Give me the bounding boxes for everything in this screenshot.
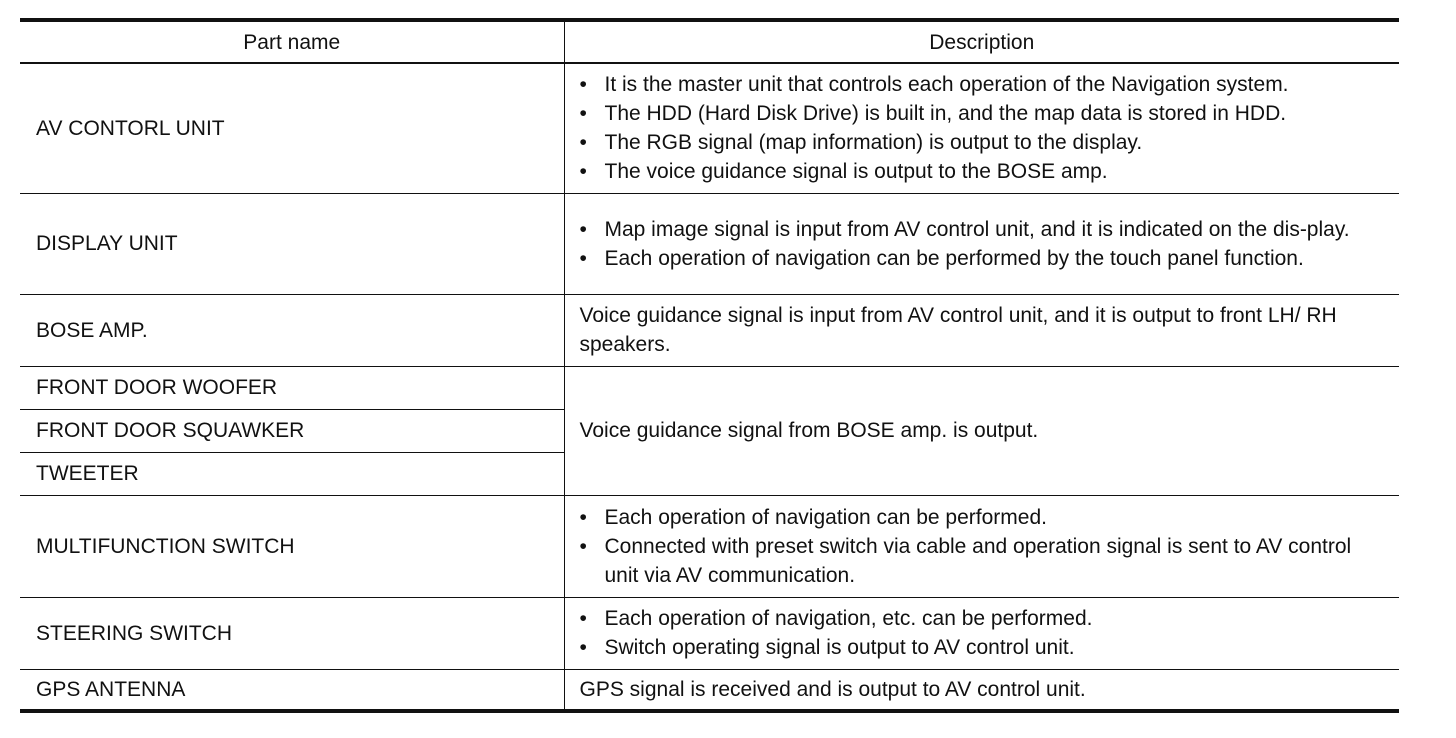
table-row: TWEETER (20, 451, 1399, 495)
bullet-icon: • (579, 246, 587, 270)
list-item: • Switch operating signal is output to AV… (580, 633, 1386, 662)
table-row: AV CONTORL UNIT • It is the master unit t… (20, 63, 1399, 193)
description-speakers: Voice guidance signal from BOSE amp. is … (563, 365, 1399, 495)
bullet-icon: • (579, 636, 587, 659)
part-name-display-unit: DISPLAY UNIT (20, 192, 564, 294)
list-item-text: Each operation of navigation can be perf… (604, 246, 1304, 270)
list-item: • The HDD (Hard Disk Drive) is built in, … (580, 99, 1386, 128)
description-multifunction-switch: • Each operation of navigation can be per… (563, 494, 1399, 597)
table-row: STEERING SWITCH • Each operation of navig… (20, 596, 1399, 669)
list-item: • Each operation of navigation can be per… (580, 244, 1386, 273)
list-item: • Connected with preset switch via cable … (580, 532, 1386, 590)
bullet-icon: • (579, 131, 587, 155)
bullet-list: • Map image signal is input from AV contr… (580, 215, 1386, 273)
part-name-multifunction-switch: MULTIFUNCTION SWITCH (20, 494, 564, 597)
list-item-text: Each operation of navigation can be perf… (604, 505, 1047, 529)
table-row: BOSE AMP. Voice guidance signal is input… (20, 293, 1399, 366)
list-item-text: Each operation of navigation, etc. can b… (604, 607, 1093, 630)
list-item: • It is the master unit that controls eac… (580, 70, 1386, 99)
description-av-control-unit: • It is the master unit that controls eac… (563, 63, 1399, 193)
part-name-bose-amp: BOSE AMP. (20, 293, 564, 366)
table-row: MULTIFUNCTION SWITCH • Each operation of … (20, 494, 1399, 597)
list-item-text: The RGB signal (map information) is outp… (604, 131, 1143, 155)
table-header-row: Part name Description (20, 20, 1399, 64)
list-item-text: Map image signal is input from AV contro… (604, 217, 1350, 241)
header-description: Description (563, 20, 1399, 64)
bullet-icon: • (579, 160, 587, 184)
list-item-text: Switch operating signal is output to AV … (604, 636, 1075, 659)
part-name-gps-antenna: GPS ANTENNA (20, 668, 564, 711)
bullet-list: • Each operation of navigation, etc. can … (580, 604, 1386, 662)
header-part-name: Part name (20, 20, 564, 64)
part-name-front-door-woofer: FRONT DOOR WOOFER (20, 365, 564, 409)
description-bose-amp: Voice guidance signal is input from AV c… (563, 293, 1399, 366)
part-name-front-door-squawker: FRONT DOOR SQUAWKER (20, 408, 564, 452)
bullet-icon: • (579, 607, 587, 630)
description-display-unit: • Map image signal is input from AV contr… (563, 192, 1399, 294)
list-item-text: The voice guidance signal is output to t… (604, 160, 1108, 184)
bullet-icon: • (579, 102, 587, 126)
bullet-icon: • (579, 505, 587, 529)
list-item-text: The HDD (Hard Disk Drive) is built in, a… (604, 102, 1287, 126)
list-item: • The RGB signal (map information) is out… (580, 128, 1386, 157)
list-item: • Map image signal is input from AV contr… (580, 215, 1386, 244)
part-name-steering-switch: STEERING SWITCH (20, 596, 564, 669)
bullet-icon: • (579, 217, 587, 241)
bullet-list: • It is the master unit that controls eac… (580, 70, 1386, 186)
table-row: FRONT DOOR SQUAWKER (20, 408, 1399, 452)
description-steering-switch: • Each operation of navigation, etc. can … (563, 596, 1399, 669)
table-row: FRONT DOOR WOOFER Voice guidance signal … (20, 365, 1399, 495)
bullet-icon: • (579, 73, 587, 97)
list-item: • The voice guidance signal is output to … (580, 157, 1386, 186)
parts-description-table: Part name Description AV CONTORL UNIT • I… (20, 18, 1399, 713)
part-name-tweeter: TWEETER (20, 451, 564, 495)
list-item-text: It is the master unit that controls each… (604, 73, 1289, 97)
list-item: • Each operation of navigation, etc. can … (580, 604, 1386, 633)
table-row: GPS ANTENNA GPS signal is received and i… (20, 668, 1399, 711)
part-name-av-control-unit: AV CONTORL UNIT (36, 116, 225, 140)
bullet-icon: • (579, 534, 587, 558)
list-item: • Each operation of navigation can be per… (580, 503, 1386, 532)
description-gps-antenna: GPS signal is received and is output to … (563, 668, 1399, 711)
bullet-list: • Each operation of navigation can be per… (580, 503, 1386, 590)
table-row: DISPLAY UNIT • Map image signal is input … (20, 192, 1399, 294)
list-item-text: Connected with preset switch via cable a… (604, 534, 1352, 587)
